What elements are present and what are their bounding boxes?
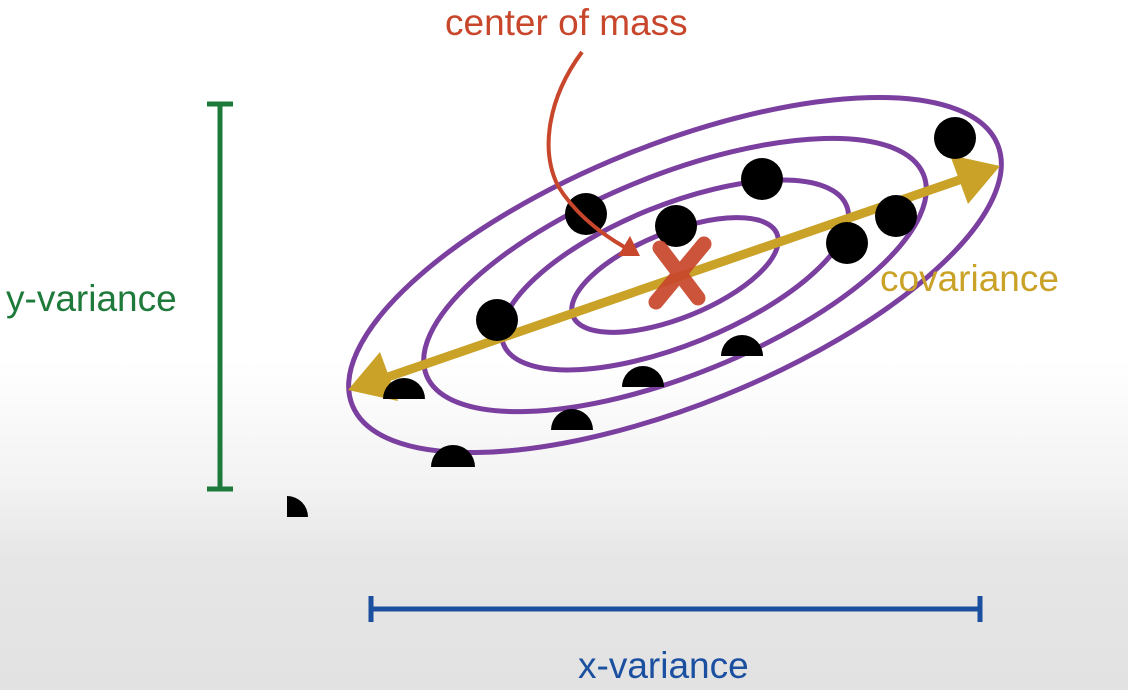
data-point [431,445,475,467]
contour-ellipse-third [421,135,929,415]
x-mark-icon [648,236,712,310]
data-point [383,378,425,399]
contour-ellipse-outer [346,94,1004,456]
contour-ellipse-second [498,177,852,373]
data-point [622,366,664,387]
contour-ellipses [346,94,1004,456]
data-point [287,496,308,517]
center-of-mass-pointer [546,50,640,256]
data-point [476,299,518,341]
center-of-mass-label: center of mass [445,2,688,43]
data-point [551,409,593,430]
data-point [741,158,783,200]
x-variance-label: x-variance [578,645,749,686]
data-point [565,193,607,235]
data-point [655,205,697,247]
data-point [826,222,868,264]
data-point [934,117,976,159]
covariance-label: covariance [880,258,1059,299]
y-variance-bracket [207,101,233,492]
data-point [875,195,917,237]
data-points [287,117,976,517]
x-variance-bracket [368,596,983,622]
data-point [721,335,763,356]
y-variance-label: y-variance [6,278,177,319]
